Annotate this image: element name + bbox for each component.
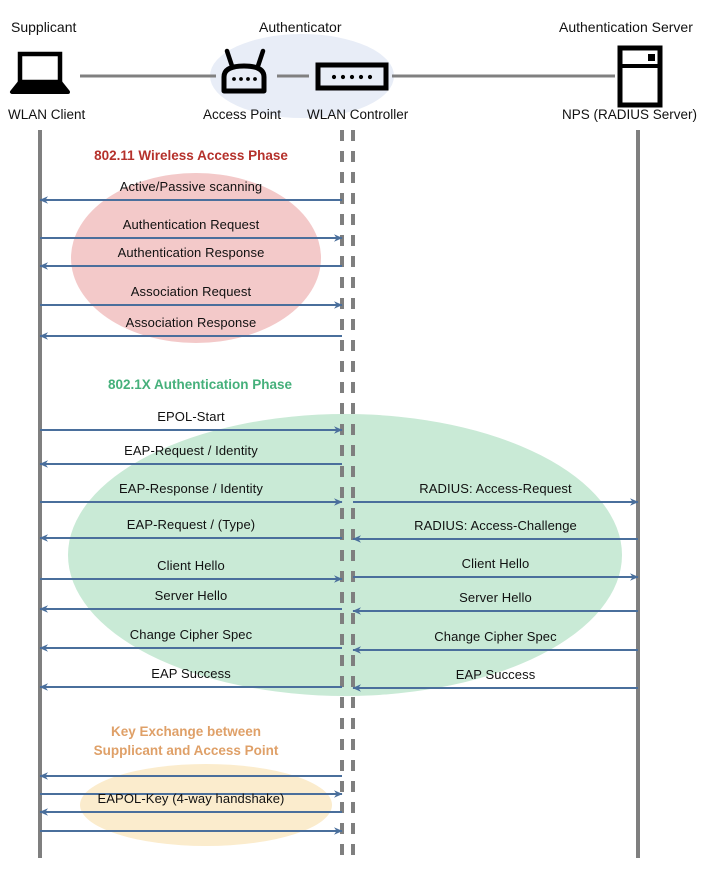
message-label: Authentication Request <box>122 217 260 232</box>
actor-device-nps-radius-server: NPS (RADIUS Server) <box>562 107 698 122</box>
laptop-icon <box>10 51 70 94</box>
actor-device-wlan-controller: WLAN Controller <box>307 107 409 122</box>
message-label: Change Cipher Spec <box>129 627 253 642</box>
message-label: EAP-Request / Identity <box>124 443 258 458</box>
phase-label-line: 802.1X Authentication Phase <box>107 377 293 392</box>
phase-label-80211: 802.11 Wireless Access Phase <box>94 146 288 165</box>
message-label: EAP-Response / Identity <box>119 481 263 496</box>
message-label: EAP-Request / (Type) <box>126 517 256 532</box>
phase-label-line: Supplicant and Access Point <box>93 743 279 758</box>
wlan-controller-icon <box>315 62 389 91</box>
actor-role-authenticator: Authenticator <box>259 19 342 35</box>
actor-device-access-point: Access Point <box>203 107 282 122</box>
message-label: Association Response <box>125 315 257 330</box>
message-label: Authentication Response <box>117 245 265 260</box>
phase-label-key-exchange: Key Exchange between Supplicant and Acce… <box>94 722 279 760</box>
message-label: RADIUS: Access-Request <box>419 481 572 496</box>
phase-label-8021x: 802.1X Authentication Phase <box>108 375 292 394</box>
wireless-router-icon <box>221 48 267 94</box>
message-label: EAP Success <box>455 667 536 682</box>
phase-80211-ellipse <box>71 173 321 343</box>
message-label: Server Hello <box>154 588 228 603</box>
message-label: Change Cipher Spec <box>434 629 557 644</box>
message-label: Client Hello <box>157 558 225 573</box>
message-label: Server Hello <box>459 590 532 605</box>
message-label: EAPOL-Key (4-way handshake) <box>97 791 285 806</box>
phase-label-line: 802.11 Wireless Access Phase <box>94 148 288 163</box>
phase-key-exchange-ellipse <box>80 764 332 846</box>
actor-role-supplicant: Supplicant <box>11 19 77 35</box>
message-label: Association Request <box>130 284 252 299</box>
phase-label-line: Key Exchange between <box>110 724 262 739</box>
actor-device-wlan-client: WLAN Client <box>8 107 86 122</box>
phase-8021x-ellipse <box>68 414 622 696</box>
message-label: Client Hello <box>461 556 530 571</box>
server-icon <box>617 45 663 108</box>
actor-role-authentication-server: Authentication Server <box>559 19 693 35</box>
message-arrows-right <box>352 498 639 692</box>
message-label: EPOL-Start <box>157 409 225 424</box>
message-label: RADIUS: Access-Challenge <box>414 518 577 533</box>
message-label: EAP Success <box>151 666 231 681</box>
message-arrows-left <box>39 196 343 835</box>
message-label: Active/Passive scanning <box>119 179 263 194</box>
